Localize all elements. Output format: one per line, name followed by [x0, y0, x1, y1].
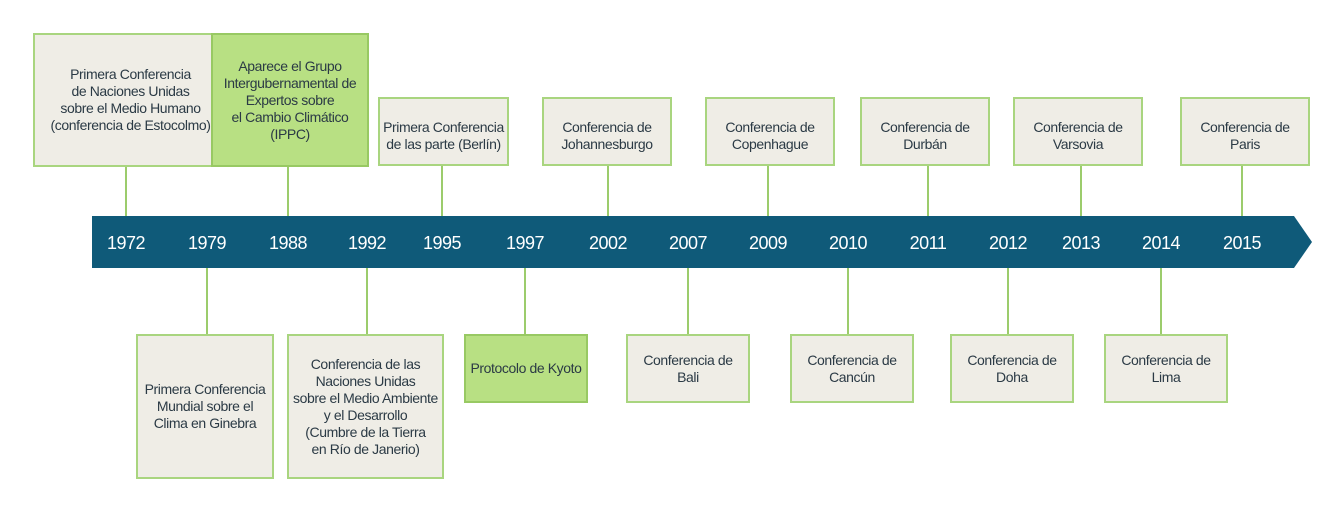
connector-line: [125, 167, 127, 216]
event-box: Conferencia de Varsovia: [1013, 97, 1143, 166]
event-box: Protocolo de Kyoto: [464, 334, 588, 403]
event-box: Primera Conferencia de las parte (Berlín…: [378, 97, 509, 166]
year-label: 2010: [828, 233, 868, 253]
year-label: 1995: [422, 233, 462, 253]
year-label: 2013: [1061, 233, 1101, 253]
event-box: Conferencia de Lima: [1104, 334, 1228, 403]
connector-line: [206, 268, 208, 334]
connector-line: [927, 166, 929, 216]
connector-line: [1241, 166, 1243, 216]
year-label: 2012: [988, 233, 1028, 253]
connector-line: [366, 268, 368, 334]
event-box: Conferencia de Bali: [626, 334, 750, 403]
event-box: Conferencia de Durbán: [860, 97, 990, 166]
year-label: 1972: [106, 233, 146, 253]
connector-line: [847, 268, 849, 334]
year-label: 1988: [268, 233, 308, 253]
event-box: Aparece el Grupo Intergubernamental de E…: [211, 33, 369, 167]
connector-line: [767, 166, 769, 216]
event-box: Primera Conferencia de Naciones Unidas s…: [33, 33, 228, 167]
connector-line: [607, 166, 609, 216]
event-box: Conferencia de Copenhague: [705, 97, 835, 166]
connector-line: [287, 167, 289, 216]
timeline-bar: [92, 216, 1312, 268]
event-box: Conferencia de Paris: [1180, 97, 1310, 166]
year-label: 2007: [668, 233, 708, 253]
connector-line: [687, 268, 689, 334]
connector-line: [1007, 268, 1009, 334]
year-label: 1997: [505, 233, 545, 253]
event-box: Conferencia de Johannesburgo: [542, 97, 672, 166]
year-label: 1992: [347, 233, 387, 253]
event-box: Conferencia de Doha: [950, 334, 1074, 403]
connector-line: [441, 166, 443, 216]
connector-line: [1160, 268, 1162, 334]
year-label: 2011: [909, 233, 947, 253]
year-label: 1979: [187, 233, 227, 253]
year-label: 2002: [588, 233, 628, 253]
event-box: Conferencia de las Naciones Unidas sobre…: [287, 334, 444, 479]
connector-line: [1080, 166, 1082, 216]
event-box: Conferencia de Cancún: [790, 334, 914, 403]
event-box: Primera Conferencia Mundial sobre el Cli…: [136, 334, 274, 479]
year-label: 2014: [1141, 233, 1181, 253]
year-label: 2009: [748, 233, 788, 253]
connector-line: [524, 268, 526, 334]
year-label: 2015: [1222, 233, 1262, 253]
